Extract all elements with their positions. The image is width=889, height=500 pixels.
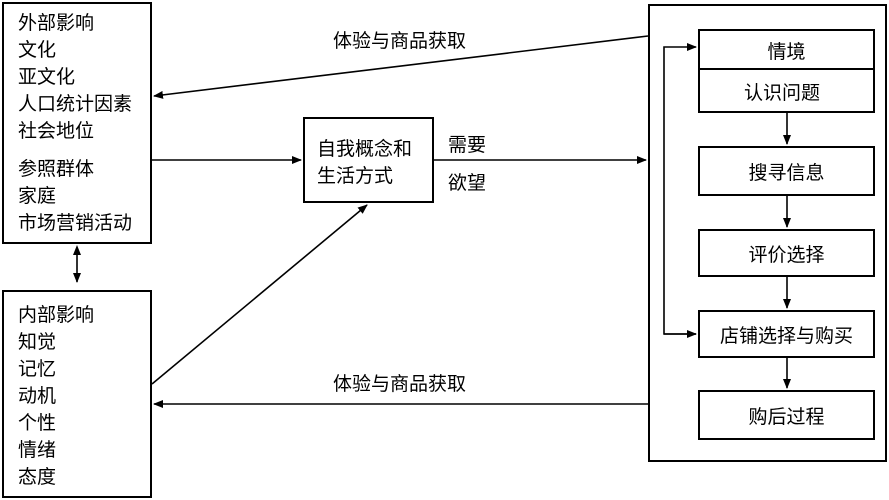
needs-label: 需要 xyxy=(448,134,487,156)
situation-box: 情境 xyxy=(698,29,875,113)
stage-post-purchase-box: 购后过程 xyxy=(698,390,875,440)
self-concept-text: 自我概念和 生活方式 xyxy=(317,136,412,190)
arrow-loop-to-situation xyxy=(663,43,697,335)
internal-influences-title: 内部影响 xyxy=(18,304,95,326)
external-item-demographics: 人口统计因素 xyxy=(18,93,133,115)
self-concept-box: 自我概念和 生活方式 xyxy=(303,117,434,203)
stage-purchase: 店铺选择与购买 xyxy=(719,324,853,347)
stage-evaluation-box: 评价选择 xyxy=(698,229,875,277)
internal-item-motivation: 动机 xyxy=(18,385,57,407)
stage-purchase-box: 店铺选择与购买 xyxy=(698,310,875,358)
stage-search: 搜寻信息 xyxy=(748,161,825,184)
stage-problem-recognition: 认识问题 xyxy=(744,82,821,104)
external-influences-list-2: 参照群体 家庭 市场营销活动 xyxy=(18,156,132,237)
feedback-top-label: 体验与商品获取 xyxy=(333,30,467,52)
stage-search-box: 搜寻信息 xyxy=(698,146,875,196)
external-influences-box: 外部影响 文化 亚文化 人口统计因素 社会地位 参照群体 家庭 市场营销活动 xyxy=(2,2,152,244)
internal-item-personality: 个性 xyxy=(18,412,57,434)
external-influences-list: 外部影响 文化 亚文化 人口统计因素 社会地位 xyxy=(18,10,132,145)
internal-influences-box: 内部影响 知觉 记忆 动机 个性 情绪 态度 xyxy=(2,290,152,498)
stage-post-purchase: 购后过程 xyxy=(748,405,825,428)
arrow-internal-to-self xyxy=(151,204,368,385)
stage-evaluation: 评价选择 xyxy=(748,243,825,266)
situation-label: 情境 xyxy=(767,41,806,63)
internal-item-memory: 记忆 xyxy=(18,358,57,380)
situation-divider xyxy=(700,68,873,70)
arrow-feedback-top xyxy=(153,35,649,99)
external-item-culture: 文化 xyxy=(18,39,57,61)
internal-item-perception: 知觉 xyxy=(18,331,57,353)
feedback-bottom-label: 体验与商品获取 xyxy=(333,373,467,395)
external-item-family: 家庭 xyxy=(18,185,57,207)
external-item-marketing: 市场营销活动 xyxy=(18,212,133,234)
self-concept-line-1: 自我概念和 xyxy=(317,138,413,160)
internal-item-emotion: 情绪 xyxy=(18,439,57,461)
internal-item-attitude: 态度 xyxy=(18,466,57,488)
external-item-social-status: 社会地位 xyxy=(18,120,95,142)
desires-label: 欲望 xyxy=(448,172,487,194)
self-concept-line-2: 生活方式 xyxy=(317,165,394,187)
internal-influences-list: 内部影响 知觉 记忆 动机 个性 情绪 态度 xyxy=(18,302,94,491)
external-item-subculture: 亚文化 xyxy=(18,66,76,88)
external-influences-title: 外部影响 xyxy=(18,12,95,34)
external-item-reference-groups: 参照群体 xyxy=(18,158,95,180)
